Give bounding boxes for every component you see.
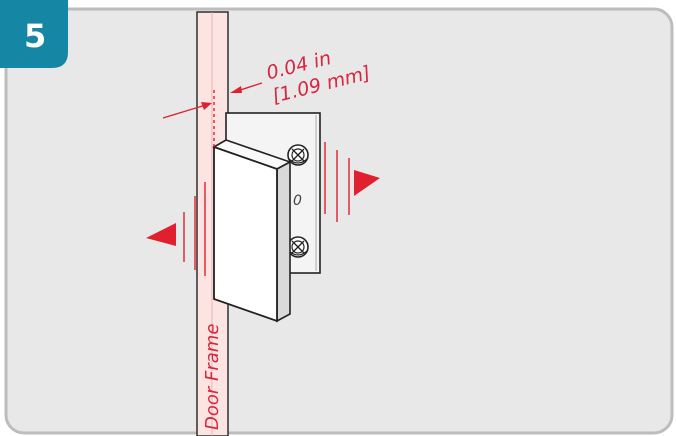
motion-lines-right <box>324 142 350 222</box>
push-arrow-left-icon <box>146 223 176 246</box>
bracket-front-face <box>213 145 278 323</box>
bracket-side-face <box>276 160 291 323</box>
step-badge <box>0 0 68 68</box>
motion-lines-left <box>183 182 206 276</box>
step-number: 5 <box>24 17 46 55</box>
screw-top-icon <box>287 144 309 166</box>
door-frame-label: Door Frame <box>202 324 223 430</box>
gap-arrowhead-right <box>230 86 242 93</box>
push-arrow-right-icon <box>354 170 380 196</box>
gap-arrow-left <box>162 103 210 119</box>
dimension-label: 0.04 in [1.09 mm] <box>264 47 372 108</box>
gap-arrowhead-left <box>201 102 212 110</box>
bracket-mark: 0 <box>293 193 302 209</box>
screw-bottom-icon <box>287 236 309 258</box>
